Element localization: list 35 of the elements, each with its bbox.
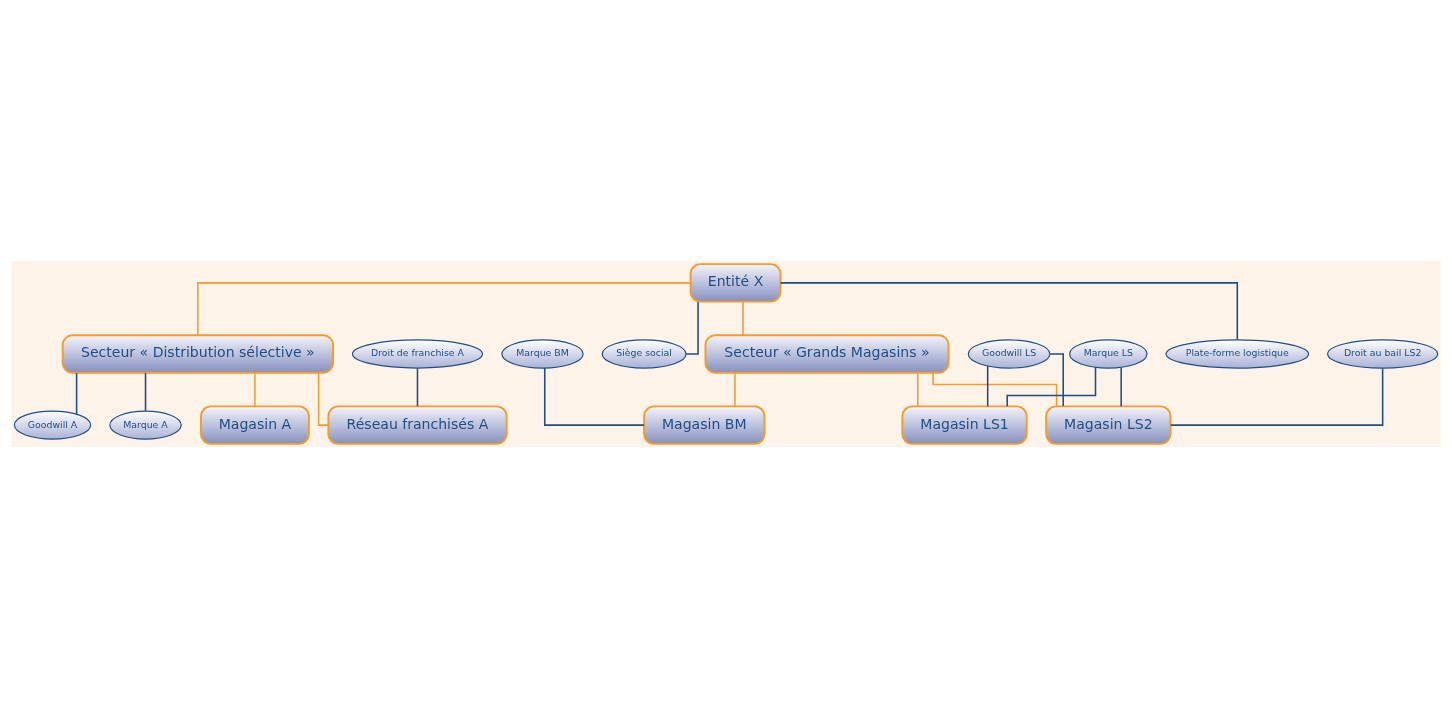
node-ellipse: Droit au bail LS2	[1327, 338, 1439, 369]
node-box: Magasin LS2	[1045, 404, 1172, 445]
node-box: Entité X	[689, 262, 782, 303]
connector	[986, 364, 989, 407]
connector	[254, 371, 256, 407]
connector	[1006, 366, 1097, 407]
node-ellipse: Marque LS	[1069, 338, 1148, 369]
node-ellipse: Droit de franchise A	[351, 338, 484, 369]
node-ellipse: Goodwill A	[13, 409, 92, 440]
node-box: Magasin LS1	[901, 404, 1028, 445]
node-box: Magasin A	[200, 404, 310, 445]
connector	[932, 371, 1058, 407]
node-ellipse: Marque BM	[501, 338, 584, 369]
connector	[416, 367, 419, 407]
connector	[144, 371, 147, 412]
connector	[75, 371, 78, 415]
connector	[317, 371, 329, 426]
node-box: Secteur « Grands Magasins »	[704, 333, 950, 374]
connector	[685, 300, 699, 355]
connector	[1049, 352, 1064, 407]
connector	[734, 371, 736, 407]
connector	[742, 300, 744, 336]
connector	[544, 366, 645, 426]
connector	[1120, 366, 1122, 407]
node-ellipse: Plate-forme logistique	[1165, 338, 1310, 369]
node-ellipse: Goodwill LS	[967, 338, 1051, 369]
node-ellipse: Siège social	[601, 338, 687, 369]
node-ellipse: Marque A	[109, 409, 182, 440]
node-box: Secteur « Distribution sélective »	[61, 333, 335, 374]
connector	[1169, 367, 1384, 426]
node-box: Réseau franchisés A	[327, 404, 508, 445]
node-box: Magasin BM	[643, 404, 766, 445]
connector	[917, 371, 919, 407]
connector	[197, 281, 692, 336]
connector	[779, 281, 1239, 340]
